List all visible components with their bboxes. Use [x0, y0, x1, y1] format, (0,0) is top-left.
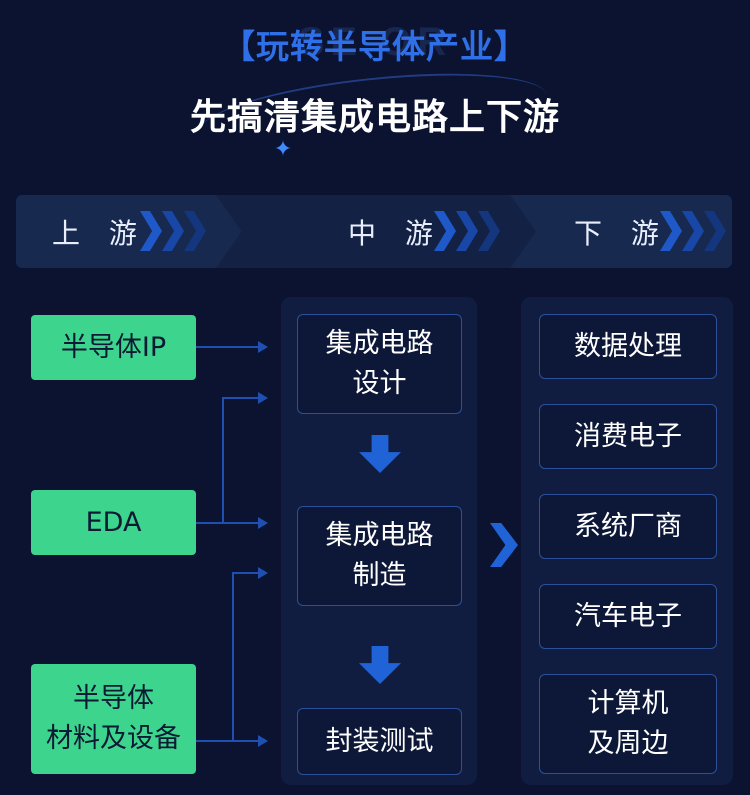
connector-line	[222, 397, 260, 399]
arrow-right-icon	[258, 517, 268, 529]
chevron-icon	[704, 211, 726, 251]
header-subtitle: 【玩转半导体产业】	[222, 27, 528, 66]
page-title: 先搞清集成电路上下游	[189, 97, 560, 138]
arrow-right-icon	[258, 735, 268, 747]
midstream-item-ic-design: 集成电路 设计	[297, 314, 462, 414]
stage-label-upstream: 上 游	[52, 217, 147, 250]
downstream-item-automotive-electronics: 汽车电子	[539, 584, 717, 649]
sparkle-icon: ✦	[273, 137, 293, 162]
arrow-right-icon	[258, 392, 268, 404]
connector-line	[232, 572, 234, 742]
chevron-icon	[162, 211, 184, 251]
arrow-right-icon	[258, 341, 268, 353]
stage-label-downstream: 下 游	[574, 217, 669, 250]
chevron-right-icon	[490, 523, 518, 567]
connector-line	[196, 740, 260, 742]
chevron-icon	[184, 211, 206, 251]
connector-line	[222, 397, 224, 524]
stage-segment-midstream	[216, 195, 536, 268]
downstream-item-data-processing: 数据处理	[539, 314, 717, 379]
chevron-icon	[682, 211, 704, 251]
stage-label-midstream: 中 游	[348, 217, 443, 250]
connector-line	[232, 572, 260, 574]
arrow-right-icon	[258, 567, 268, 579]
midstream-item-packaging-testing: 封装测试	[297, 708, 462, 775]
upstream-item-semiconductor-ip: 半导体IP	[31, 315, 196, 380]
upstream-item-materials-equipment: 半导体 材料及设备	[31, 664, 196, 774]
downstream-item-system-vendors: 系统厂商	[539, 494, 717, 559]
upstream-item-eda: EDA	[31, 490, 196, 555]
connector-line	[196, 522, 260, 524]
downstream-item-consumer-electronics: 消费电子	[539, 404, 717, 469]
connector-line	[196, 346, 260, 348]
midstream-item-ic-manufacturing: 集成电路 制造	[297, 506, 462, 606]
downstream-item-computers-peripherals: 计算机 及周边	[539, 674, 717, 774]
background-watermark: SE OR	[297, 20, 453, 64]
stage-bar: 上 游 中 游 下 游	[16, 195, 732, 268]
